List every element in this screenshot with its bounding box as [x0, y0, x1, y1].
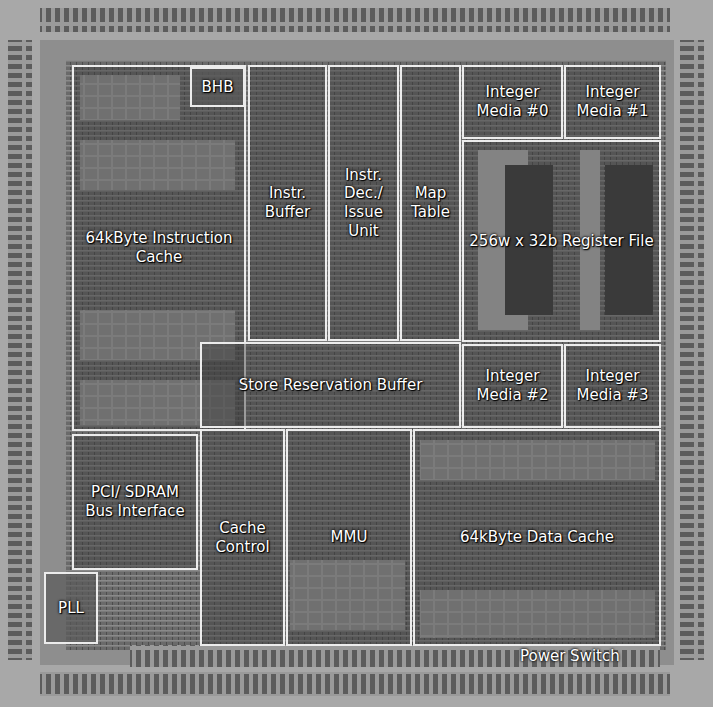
block-label: BHB — [198, 76, 238, 99]
block-label: Instr. Buffer — [250, 182, 325, 224]
block-label: 256w x 32b Register File — [465, 230, 657, 253]
chip-block: Cache Control — [200, 429, 285, 646]
pll-block: PLL — [44, 572, 98, 644]
chip-block: Integer Media #3 — [564, 344, 661, 428]
block-label: Store Reservation Buffer — [235, 374, 427, 397]
chip-block: Store Reservation Buffer — [200, 342, 461, 428]
block-label: Integer Media #2 — [464, 365, 561, 407]
block-label: 64kByte Data Cache — [456, 526, 618, 549]
block-label: MMU — [327, 526, 372, 549]
block-label: Map Table — [402, 182, 459, 224]
chip-block: MMU — [286, 429, 412, 646]
block-label: Integer Media #1 — [566, 81, 659, 123]
chip-block: BHB — [190, 67, 245, 107]
block-label: Integer Media #3 — [566, 365, 659, 407]
chip-block: Integer Media #0 — [462, 65, 563, 139]
chip-block: 256w x 32b Register File — [462, 140, 661, 342]
block-label: PCI/ SDRAM Bus Interface — [74, 481, 196, 523]
block-label: 64kByte Instruction Cache — [74, 227, 244, 269]
edge-label: Power Switch — [520, 647, 620, 665]
block-label: Instr. Dec./ Issue Unit — [330, 164, 397, 243]
chip-block: Integer Media #1 — [564, 65, 661, 139]
chip-block: 64kByte Data Cache — [413, 429, 661, 646]
block-label: Integer Media #0 — [464, 81, 561, 123]
block-label: PLL — [54, 597, 88, 620]
chip-block: Map Table — [400, 65, 461, 341]
chip-block: Integer Media #2 — [462, 344, 563, 428]
block-label: Cache Control — [202, 517, 283, 559]
chip-block: Instr. Buffer — [248, 65, 327, 341]
chip-block: Instr. Dec./ Issue Unit — [328, 65, 399, 341]
chip-block: PCI/ SDRAM Bus Interface — [72, 434, 198, 570]
